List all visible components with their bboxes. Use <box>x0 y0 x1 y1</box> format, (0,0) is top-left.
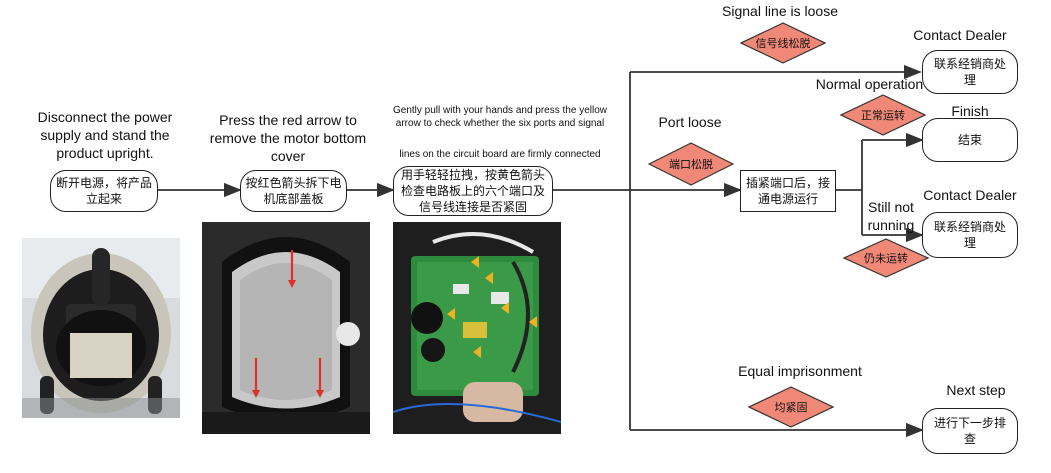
plug-port-node: 插紧端口后，接通电源运行 <box>740 170 836 212</box>
normal-operation-english-label: Normal operation <box>815 76 924 92</box>
contact-dealer-2-node: 联系经销商处理 <box>922 212 1018 258</box>
contact-dealer-1-node: 联系经销商处理 <box>922 50 1018 94</box>
equal-imprisonment-diamond: 均紧固 <box>748 386 834 428</box>
signal-loose-english-label: Signal line is loose <box>722 3 838 19</box>
equal-imprisonment-english-label: Equal imprisonment <box>738 363 862 379</box>
still-not-running-diamond: 仍未运转 <box>843 238 929 278</box>
port-loose-english-label: Port loose <box>658 114 722 130</box>
step3-english-label-line2: lines on the circuit board are firmly co… <box>399 149 601 160</box>
step1-node: 断开电源，将产品立起来 <box>50 170 158 212</box>
next-step-english-label: Next step <box>946 382 1006 398</box>
contact-dealer-2-english-label: Contact Dealer <box>923 187 1017 203</box>
finish-english-label: Finish <box>951 103 989 119</box>
still-not-running-english-label: Still not running <box>867 199 915 233</box>
photo-product-upright <box>22 238 180 418</box>
photo-motor-bottom-cover <box>202 222 370 434</box>
signal-loose-diamond: 信号线松脱 <box>740 22 826 64</box>
step2-english-label: Press the red arrow to remove the motor … <box>209 112 367 164</box>
next-step-node: 进行下一步排查 <box>922 408 1018 454</box>
photo-circuit-board <box>393 222 561 434</box>
port-loose-diamond: 端口松脱 <box>648 142 734 186</box>
step2-node: 按红色箭头拆下电机底部盖板 <box>240 170 347 212</box>
step3-node: 用手轻轻拉拽，按黄色箭头检查电路板上的六个端口及信号线连接是否紧固 <box>393 166 553 216</box>
step3-english-label-line1: Gently pull with your hands and press th… <box>392 105 607 129</box>
normal-operation-diamond: 正常运转 <box>840 94 926 136</box>
finish-node: 结束 <box>922 118 1018 162</box>
step1-english-label: Disconnect the power supply and stand th… <box>37 109 173 161</box>
contact-dealer-1-english-label: Contact Dealer <box>913 27 1007 43</box>
